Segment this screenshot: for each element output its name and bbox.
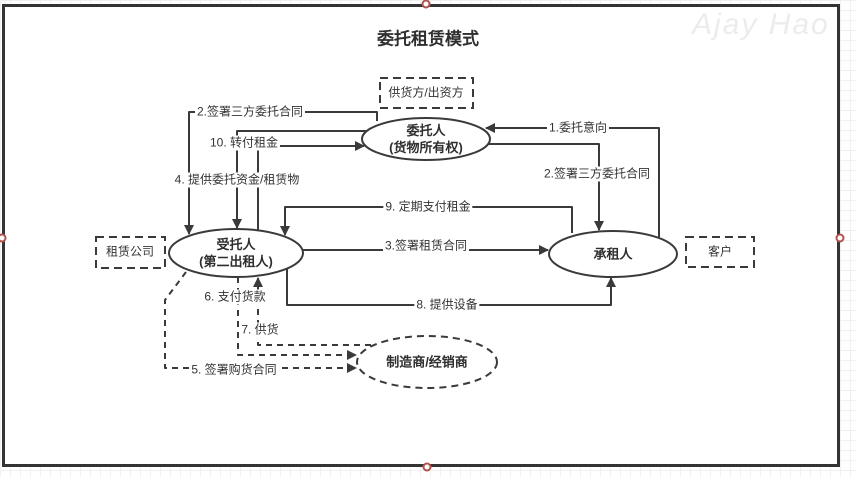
node-principal-ellipse[interactable] [361,117,491,161]
label-6-pay-goods[interactable]: 6. 支付货款 [202,289,268,305]
principal-line1: 委托人 [406,123,446,138]
edge-10-transfer-rent[interactable] [257,141,365,230]
label-10-transfer-rent[interactable]: 10. 转付租金 [207,135,281,151]
node-leasing-company-box[interactable] [95,236,166,269]
leasing-company-box-label[interactable]: 租赁公司 [105,244,155,259]
selection-handle-left[interactable] [0,233,7,243]
selection-handle-bottom[interactable] [422,462,432,472]
label-1-entrust-intent[interactable]: 1.委托意向 [546,120,610,136]
edge-4-provide-funds[interactable] [232,130,366,229]
edge-1-entrust-intent[interactable] [485,123,660,237]
node-principal-label[interactable]: 委托人 (货物所有权) [389,122,463,156]
node-lessee-label[interactable]: 承租人 [593,246,633,262]
edge-5-purchase-contract[interactable] [164,271,357,373]
label-4-provide-funds[interactable]: 4. 提供委托资金/租赁物 [172,172,302,188]
customer-box-label[interactable]: 客户 [707,244,733,259]
diagram-title[interactable]: 委托租赁模式 [377,29,479,49]
label-9-periodic-rent[interactable]: 9. 定期支付租金 [383,199,473,215]
selection-handle-top[interactable] [421,0,431,9]
label-2-tripartite-right[interactable]: 2.签署三方委托合同 [541,166,653,182]
label-2-tripartite-left[interactable]: 2.签署三方委托合同 [194,104,306,120]
principal-line2: (货物所有权) [389,140,463,155]
node-lessee-ellipse[interactable] [548,230,678,278]
trustee-line1: 受托人 [216,237,256,252]
node-manufacturer-label[interactable]: 制造商/经销商 [386,354,468,370]
edge-2-tripartite-right[interactable] [487,143,604,231]
label-3-lease-contract[interactable]: 3.签署租赁合同 [382,238,470,254]
label-8-provide-equipment[interactable]: 8. 提供设备 [414,297,480,313]
trustee-line2: (第二出租人) [199,254,273,269]
label-5-purchase-contract[interactable]: 5. 签署购货合同 [189,362,279,378]
node-trustee-ellipse[interactable] [168,228,304,278]
watermark: Ajay Hao [692,8,830,41]
node-customer-box[interactable] [685,236,755,268]
node-manufacturer-ellipse[interactable] [356,335,498,389]
node-trustee-label[interactable]: 受托人 (第二出租人) [199,236,273,270]
supplier-funder-box-label[interactable]: 供货方/出资方 [388,85,464,100]
label-7-supply-goods[interactable]: 7. 供货 [239,322,281,338]
selection-handle-right[interactable] [835,233,845,243]
node-supplier-funder-box[interactable] [379,77,474,109]
